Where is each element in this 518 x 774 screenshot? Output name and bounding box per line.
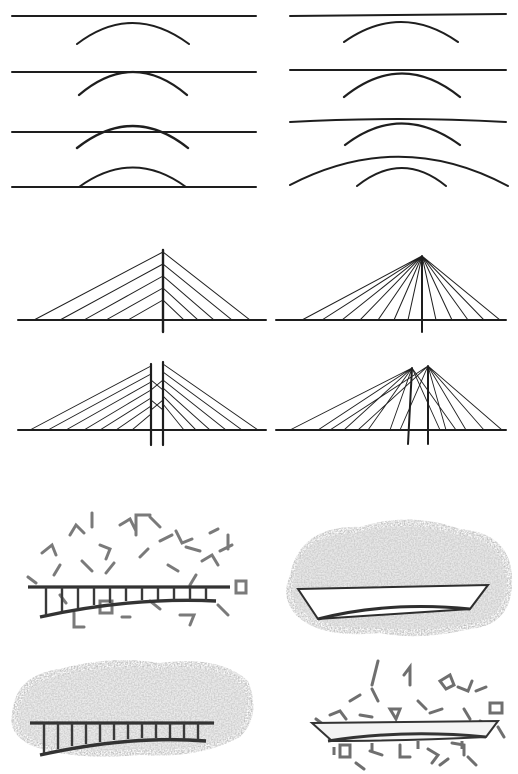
context-sketch-grid xyxy=(0,505,518,774)
double-pylon-fan-sketch xyxy=(276,366,506,444)
debris-truss-bridge-sketch xyxy=(28,513,246,627)
deck-arch-sketch-7 xyxy=(290,119,506,145)
cloud-truss-bridge-sketch xyxy=(11,660,253,757)
deck-arch-grid xyxy=(0,0,518,200)
single-pylon-fan-sketch xyxy=(276,256,506,332)
deck-arch-sketch-6 xyxy=(290,70,506,97)
debris-plain-bridge-sketch xyxy=(312,661,504,769)
deck-arch-sketch-2 xyxy=(12,72,256,95)
deck-arch-sketch-8 xyxy=(290,157,508,186)
single-pylon-harp-sketch xyxy=(18,250,266,332)
cable-stayed-grid xyxy=(0,240,518,450)
deck-arch-sketch-1 xyxy=(12,16,256,44)
deck-arch-sketch-4 xyxy=(12,168,256,188)
deck-arch-sketch-3 xyxy=(12,126,256,148)
double-pylon-harp-sketch xyxy=(18,362,266,445)
cloud-plain-bridge-sketch xyxy=(286,519,512,636)
deck-arch-sketch-5 xyxy=(290,14,506,42)
